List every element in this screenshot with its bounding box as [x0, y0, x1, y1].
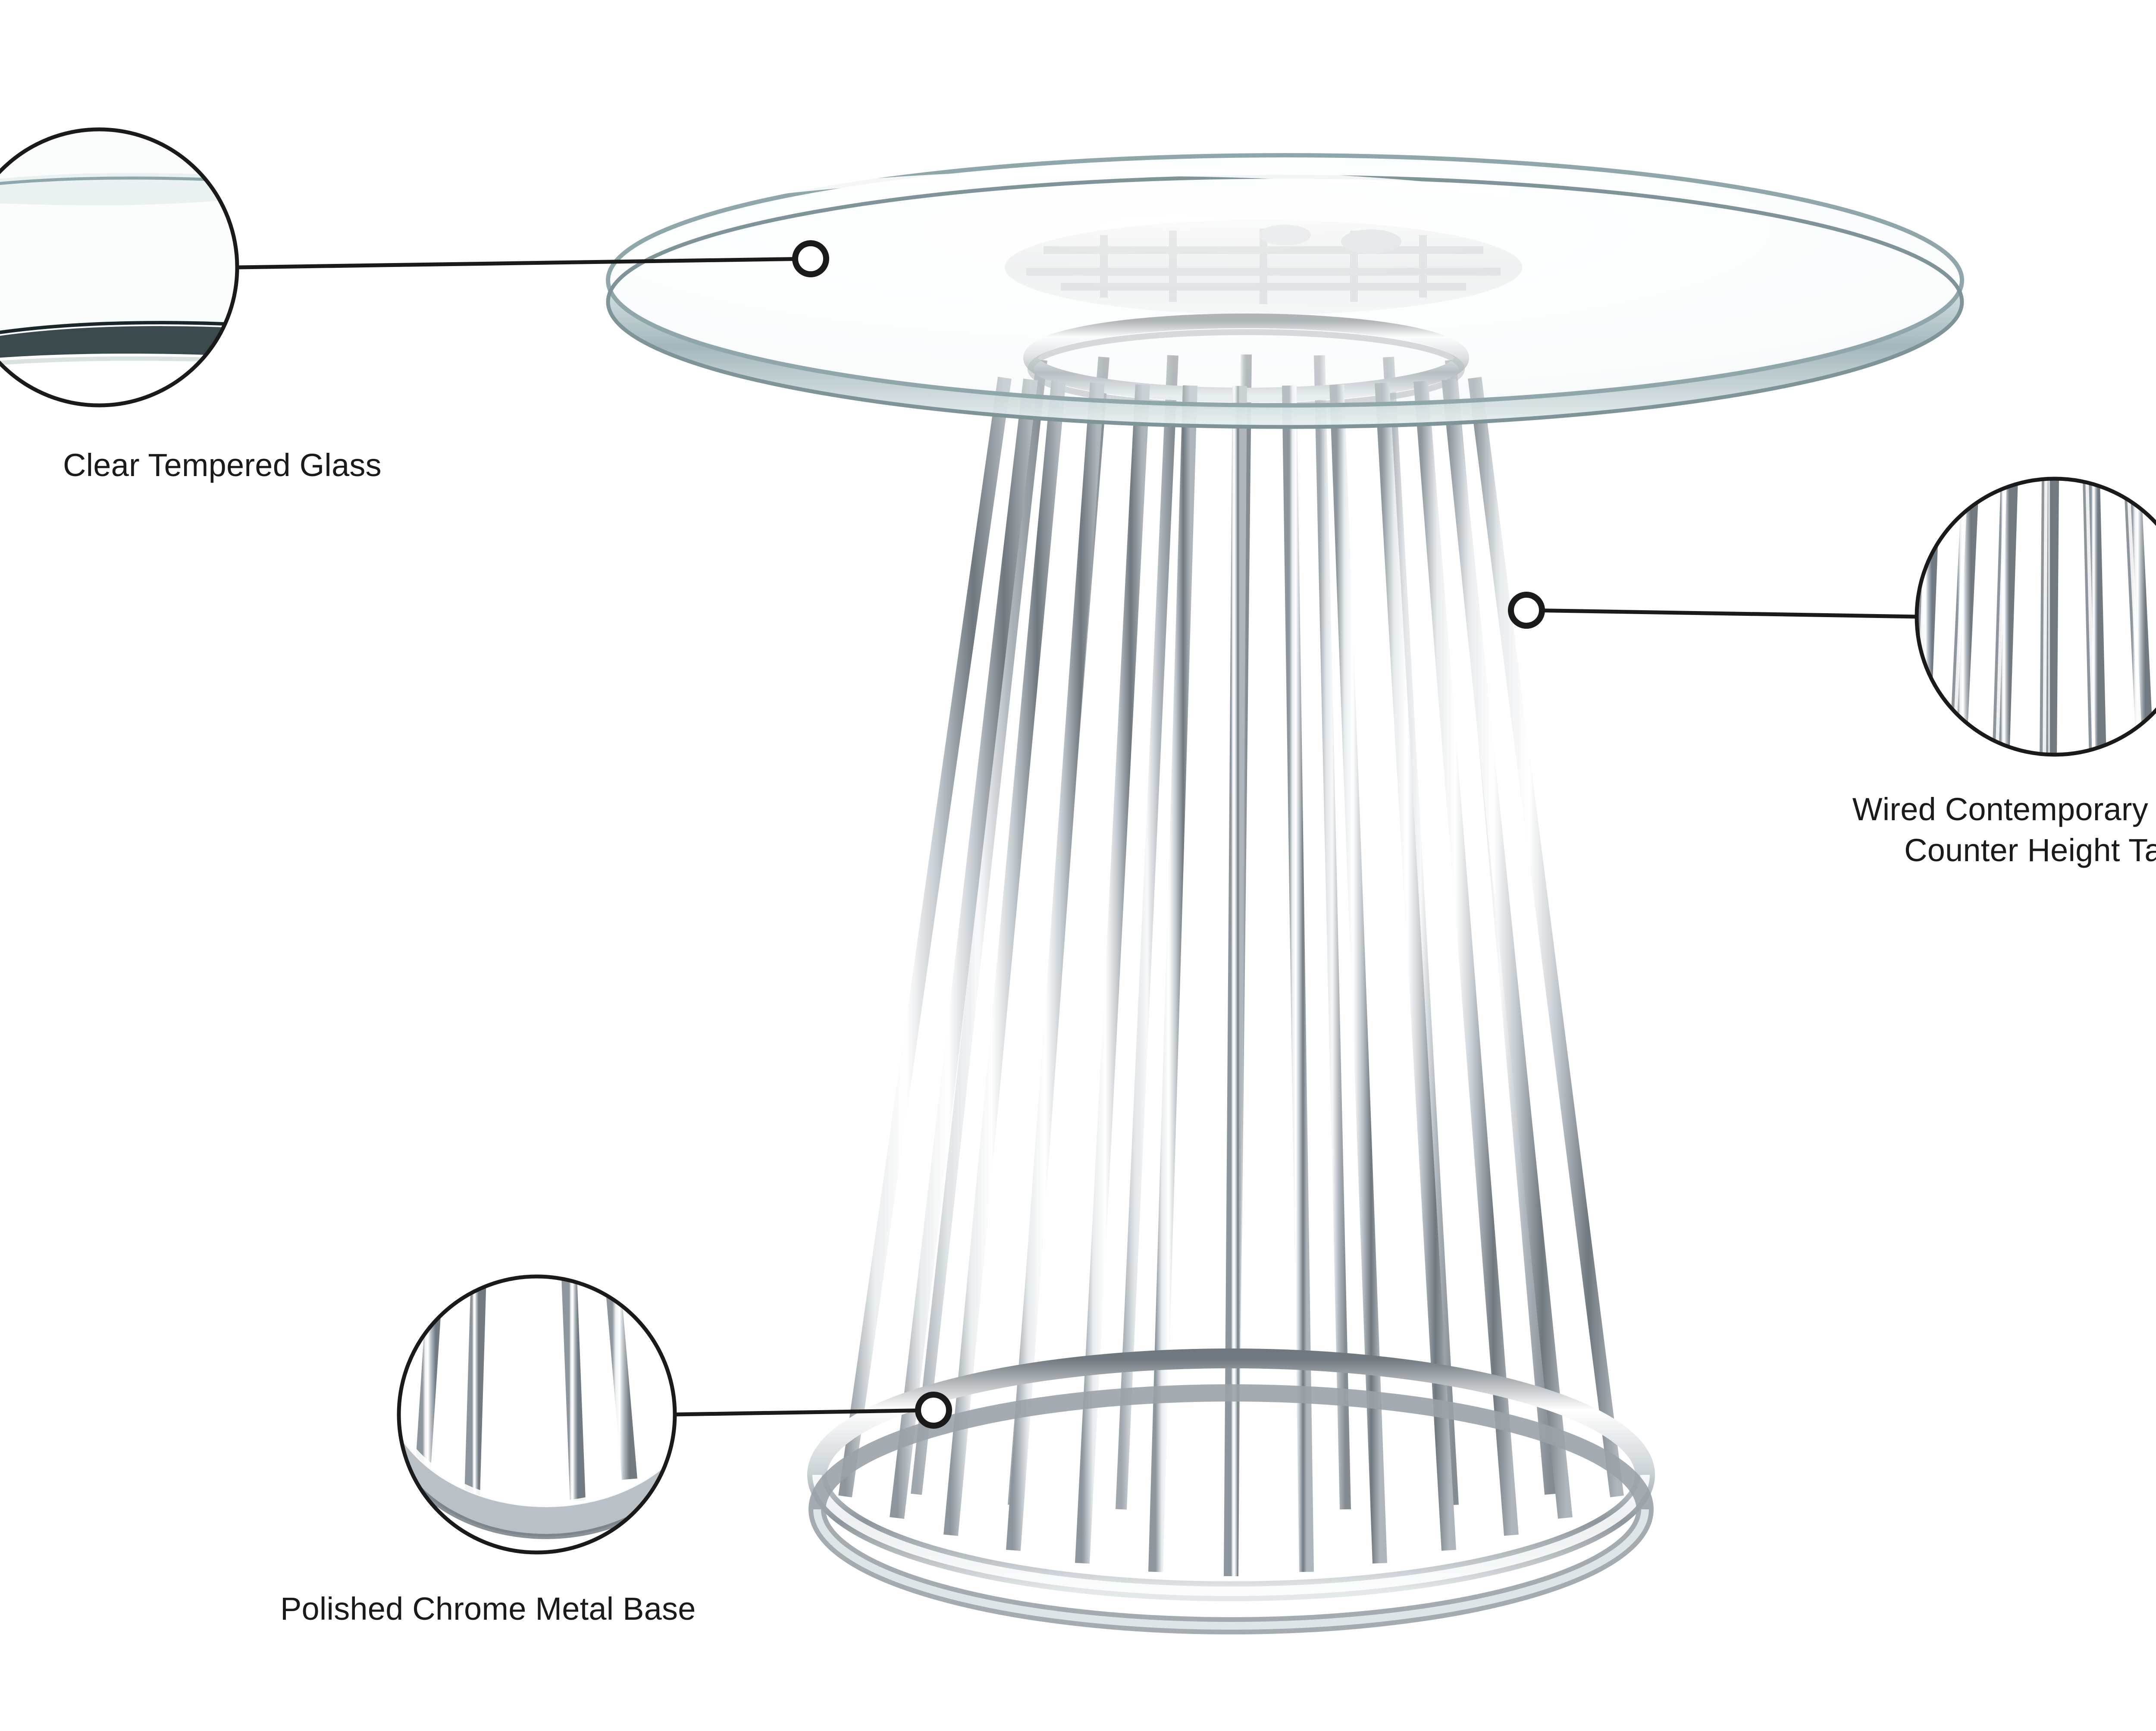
callout-label-polished-chrome-metal-base: Polished Chrome Metal Base [280, 1591, 696, 1627]
wire-base-rods [807, 314, 1655, 1634]
leader-line-wired-contemporary-design [1508, 592, 1917, 629]
callout-label-clear-tempered-glass: Clear Tempered Glass [63, 447, 382, 483]
glass-table-top [606, 153, 1964, 429]
magnifier-clear-tempered-glass [0, 127, 239, 408]
leader-line-polished-chrome-metal-base [674, 1392, 952, 1429]
magnifier-polished-chrome-metal-base [397, 1274, 677, 1555]
leader-line-clear-tempered-glass [237, 240, 829, 277]
top-collar-ring [1023, 314, 1469, 409]
magnifier-wired-contemporary-design [1915, 477, 2156, 757]
bottom-foot-ring [807, 1348, 1655, 1634]
callout-label-wired-contemporary-design: Wired Contemporary Design Counter Height… [1852, 791, 2156, 868]
base-hub [1005, 220, 1522, 315]
